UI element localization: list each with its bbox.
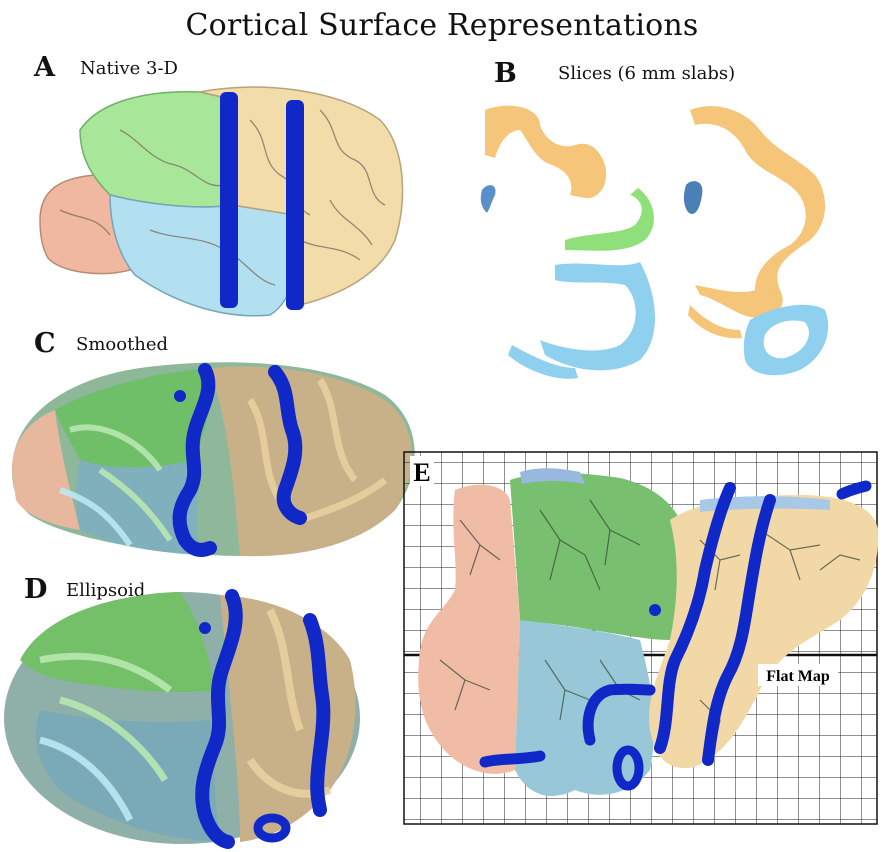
ellipsoid-parietal: [20, 592, 215, 692]
panel-e-letter: E: [413, 458, 430, 487]
smoothed-temporal: [76, 460, 200, 555]
flatmap-marker-1: [654, 482, 736, 754]
flatmap-marker-4: [479, 750, 546, 768]
flatmap-parietal: [510, 473, 682, 640]
slice-1-frontal: [485, 105, 607, 199]
flatmap-marker-2: [702, 494, 776, 766]
flatmap-marker-3: [582, 683, 656, 746]
temporal-lobe: [109, 194, 298, 317]
panel-d-label: Ellipsoid: [66, 580, 146, 601]
smoothed-occipital: [12, 410, 80, 530]
occipital-lobe: [39, 174, 131, 275]
flatmap-temporal: [515, 620, 655, 796]
panel-a-letter: A: [34, 52, 55, 83]
panel-b-letter: B: [494, 58, 517, 89]
slice-2-occipital: [683, 181, 703, 215]
panel-c-letter: C: [34, 328, 56, 359]
marker-strip-1: [220, 92, 238, 308]
smoothed-marker-2: [268, 365, 307, 525]
flatmap-marker-5: [836, 480, 872, 500]
slice-1-temporal-lower: [508, 345, 578, 379]
marker-strip-2: [286, 100, 304, 310]
slice-2-temporal: [743, 304, 829, 376]
panel-c-brain: [12, 362, 415, 557]
slice-1-parietal: [565, 188, 654, 251]
panel-a-brain: [39, 86, 404, 317]
slice-1-occipital: [480, 185, 496, 213]
ellipsoid-marker-2: [303, 613, 331, 817]
panel-d-ellipsoid: [4, 589, 360, 849]
slice-1-temporal: [540, 262, 655, 371]
slice-2-frontal: [690, 106, 826, 319]
flatmap-marker-ring: [612, 745, 644, 791]
flatmap-occipital: [418, 484, 520, 774]
panel-b-slices: [480, 105, 829, 379]
smoothed-parietal: [55, 368, 212, 468]
flatmap-label: Flat Map: [766, 668, 830, 685]
panel-a-label: Native 3-D: [80, 58, 178, 79]
smoothed-marker-1: [172, 363, 217, 557]
figure-title: Cortical Surface Representations: [185, 8, 699, 43]
slice-2-frontal-lower: [688, 305, 742, 339]
panel-c-label: Smoothed: [76, 334, 169, 355]
ellipsoid-temporal: [36, 710, 220, 842]
panel-d-letter: D: [24, 574, 48, 605]
flatmap-top-blue: [520, 468, 585, 484]
panel-b-label: Slices (6 mm slabs): [558, 63, 736, 84]
panel-e-flatmap: Flat Map E: [403, 451, 879, 825]
ellipsoid-marker-1: [195, 589, 243, 849]
